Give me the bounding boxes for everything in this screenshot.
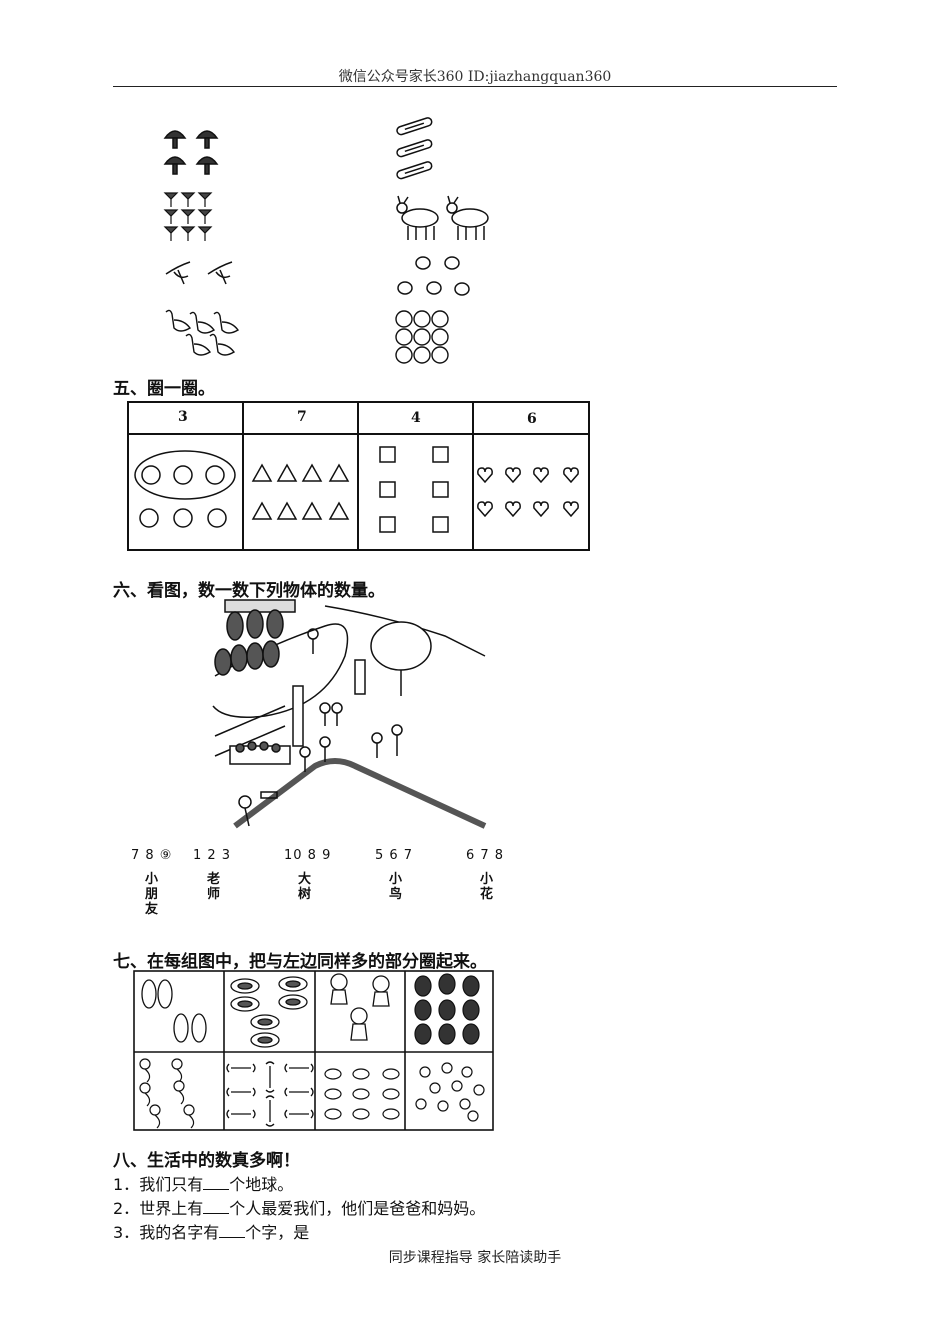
fill-line-3: 3．我的名字有 个字，是 [113, 1219, 309, 1243]
goat-icon-group [396, 195, 489, 240]
pencil-icon-group [396, 117, 433, 180]
top-illustrations [163, 117, 489, 364]
shoe-icon-group [230, 976, 308, 1048]
cell-circles [134, 450, 236, 528]
table-number-1: 3 [178, 409, 188, 425]
answer-blank[interactable] [203, 1199, 230, 1214]
item-text-post: 个地球。 [229, 1175, 294, 1194]
answer-blank[interactable] [203, 1175, 230, 1190]
flower-icon-group [163, 192, 213, 241]
count-name-teacher: 老师 [207, 872, 221, 902]
item-number: 1． [113, 1175, 140, 1194]
count-name-bird: 小鸟 [389, 872, 403, 902]
header-divider [113, 86, 837, 87]
count-name-tree: 大树 [298, 872, 312, 902]
section8-title: 八、生活中的数真多啊！ [113, 1151, 300, 1171]
park-scene-illustration [212, 599, 487, 829]
chicken-icon-group [324, 1068, 400, 1120]
ball-icon-group [414, 973, 480, 1045]
page-footer: 同步课程指导 家长陪读助手 [388, 1250, 562, 1266]
item-text-pre: 我们只有 [139, 1175, 204, 1194]
count-name-kids: 小朋友 [145, 872, 159, 917]
item-text-pre: 我的名字有 [139, 1223, 220, 1242]
section6-title: 六、看图，数一数下列物体的数量。 [113, 581, 385, 601]
matching-grid-illustration [133, 970, 494, 1131]
count-name-flower: 小花 [480, 872, 494, 902]
item-text-post: 个字，是 [245, 1223, 310, 1242]
count-option-tree: 10 8 9 [284, 848, 332, 863]
bird-icon-group [165, 261, 233, 285]
duck-icon-group [165, 309, 240, 356]
page-header: 微信公众号家长360 ID:jiazhangquan360 [338, 69, 612, 85]
item-number: 2． [113, 1199, 140, 1218]
egg-icon-group [397, 256, 470, 296]
cell-triangles [251, 463, 350, 520]
item-text-post: 个人最爱我们，他们是爸爸和妈妈。 [229, 1199, 486, 1218]
section7-title: 七、在每组图中，把与左边同样多的部分圈起来。 [113, 952, 487, 972]
table-number-3: 4 [411, 410, 421, 426]
count-option-bird: 5 6 7 [375, 848, 414, 863]
feet-icon-group [141, 979, 207, 1043]
count-option-kids: 7 8 ⑨ [131, 848, 173, 863]
cat-icon-group [139, 1058, 195, 1129]
count-option-teacher: 1 2 3 [193, 848, 232, 863]
table-number-2: 7 [297, 409, 307, 425]
mushroom-icon-group [163, 130, 219, 175]
fill-line-1: 1．我们只有 个地球。 [113, 1171, 293, 1195]
item-number: 3． [113, 1223, 140, 1242]
cell-hearts [477, 467, 579, 518]
cell-squares [379, 446, 449, 533]
fill-line-2: 2．世界上有 个人最爱我们，他们是爸爸和妈妈。 [113, 1195, 485, 1219]
child-icon-group [330, 973, 390, 1041]
answer-blank[interactable] [219, 1223, 246, 1238]
count-option-flower: 6 7 8 [466, 848, 505, 863]
bone-icon-group [226, 1061, 314, 1127]
item-text-pre: 世界上有 [139, 1199, 204, 1218]
small-circle-icon-group [415, 1062, 485, 1122]
circle-exercise-table [127, 401, 590, 551]
section5-title: 五、圈一圈。 [113, 379, 215, 399]
table-number-4: 6 [527, 411, 537, 427]
circle-icon-group [395, 310, 449, 364]
